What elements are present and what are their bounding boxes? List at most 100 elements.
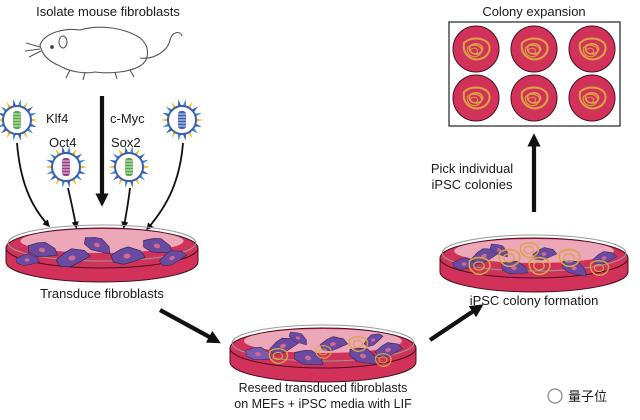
factor-label-sox2: Sox2 [111,135,141,150]
cell-shape [269,337,299,355]
virus-spike [195,118,203,122]
cell-shape [501,260,529,275]
virus-spike [17,133,22,141]
factor-label-cmyc: c-Myc [110,111,145,126]
colony-inner [533,261,545,271]
colony-outline [582,93,599,107]
colony-shape [524,44,541,58]
cell-shape [245,346,273,361]
cell-nucleus [461,262,467,266]
cell-nucleus [511,265,517,271]
cell-nucleus [497,248,501,252]
transduce-label: Transduce fibroblasts [40,286,164,301]
colony-shape [582,44,599,58]
cell-nucleus [481,253,487,259]
colony-outline [520,86,549,110]
factor-label-klf4: Klf4 [46,111,68,126]
colony-shape [524,93,541,107]
cell-nucleus [169,255,175,261]
colony-shape [348,335,369,352]
colony-inner [378,356,388,364]
colony-inner [527,47,537,55]
colony-outline [468,256,491,276]
colony-inner [318,348,328,356]
virus-spike [79,165,87,169]
colony-outline [578,37,607,61]
well [452,74,500,122]
cell-nucleus [304,355,312,361]
cell-shape [110,246,146,265]
colony-outline [498,248,521,268]
virus-spike [108,165,116,169]
pick-label-line2: iPSC colonies [432,177,513,192]
virus-cmyc-icon [161,99,203,141]
colony-outline [466,93,483,107]
cell-shape [84,237,111,255]
virus-spike [61,180,66,188]
colony-inner [469,96,479,104]
cell-shape [15,253,41,266]
well [452,25,500,73]
colony-outline [466,44,483,58]
cell-nucleus [280,343,286,349]
colony-outline [462,86,491,110]
colony-shape [582,93,599,107]
dish-lid-rim [7,224,197,262]
cell-nucleus [296,336,300,340]
cell-shape [489,243,508,258]
colony-outline [578,86,607,110]
virus-spike [177,133,182,141]
watermark-text: 量子位 [568,389,607,404]
colony-shape [375,353,392,367]
cell-nucleus [38,247,46,253]
dish-transduce [5,224,199,283]
colony-inner [503,253,515,263]
cell-nucleus [371,338,375,342]
colony-shape [519,241,540,258]
colony-inner [527,96,537,104]
watermark: 量子位 [547,388,607,404]
colony-shape [468,256,491,276]
cell-shape [561,260,587,277]
colony-inner [585,96,595,104]
cell-nucleus [153,243,161,249]
virus-sox2-icon [108,146,150,188]
colony-shape [315,345,332,359]
colony-inner [563,253,575,263]
virus-spike [182,99,187,107]
cell-shape [27,241,58,257]
well-plate-wells [452,25,616,122]
colony-outline [589,259,610,276]
virus-spike [61,146,66,154]
well [568,74,616,122]
colony-outline [375,353,392,367]
colony-shape [466,93,483,107]
dish-ipsc-formation [439,234,629,293]
reseed-label-line2: on MEFs + iPSC media with LIF [234,397,412,411]
virus-spike [124,146,129,154]
cell-shape [159,250,187,266]
colony-outline [558,248,581,268]
virus-spike [182,133,187,141]
colony-outline [524,44,541,58]
reseed-to-ipsc-arrow [428,304,484,342]
colony-inner [585,47,595,55]
well [510,25,558,73]
cell-nucleus [68,255,76,261]
cell-nucleus [601,256,607,260]
cell-shape [55,248,91,268]
colony-inner [352,339,364,349]
virus-spike [177,99,182,107]
colony-shape [498,248,521,268]
colony-shape [268,347,289,364]
virus-spike [66,146,71,154]
virus-spike [161,118,169,122]
virus-spike [30,118,38,122]
virus-spike [66,180,71,188]
cell-shape [288,331,307,346]
cell-nucleus [571,265,577,271]
cell-shape [319,336,349,352]
cell-nucleus [385,347,391,353]
virus-oct4-icon [45,146,87,188]
virus-arrows [16,142,184,231]
